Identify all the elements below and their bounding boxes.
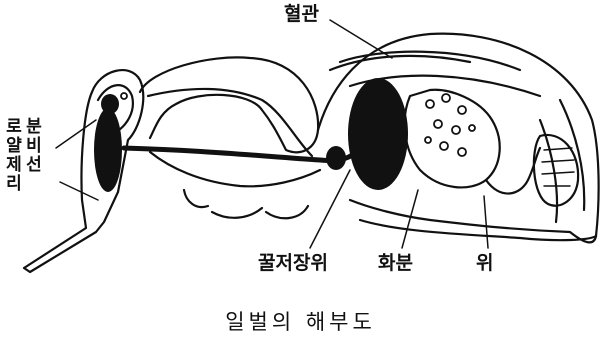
pollen-grain [426,100,434,108]
pollen-grain [458,148,466,156]
honey-stomach-organ [348,78,408,190]
label-royal-jelly-gland-right: 분비선 [24,118,44,175]
stomach-tube [405,90,500,188]
leader-gland [56,120,98,200]
figure-caption: 일벌의 해부도 [0,306,601,336]
pollen-grain [458,106,466,114]
leader-pollen [402,190,418,248]
abdomen-lower [360,220,596,240]
pollen-grain [452,126,460,134]
leader-honey-stomach [310,170,350,248]
label-honey-stomach: 꿀저장위 [258,254,328,273]
label-blood-vessel: 혈관 [284,5,319,24]
pollen-grain [442,94,450,102]
label-stomach: 위 [476,254,493,273]
leader-blood-vessel [330,20,392,58]
blood-vessel-line [148,89,312,156]
thorax-outline [140,57,318,152]
label-pollen: 화분 [378,254,413,273]
royal-jelly-gland [94,108,122,192]
rectum-stripes [542,148,574,186]
thorax-legs [184,190,308,218]
label-royal-jelly-gland-left: 로얄제리 [4,118,24,194]
pollen-grain [440,142,448,150]
pollen-grain [469,125,475,131]
pollen-grain [425,137,431,143]
leader-stomach [484,196,488,248]
pollen-grain [434,120,442,128]
